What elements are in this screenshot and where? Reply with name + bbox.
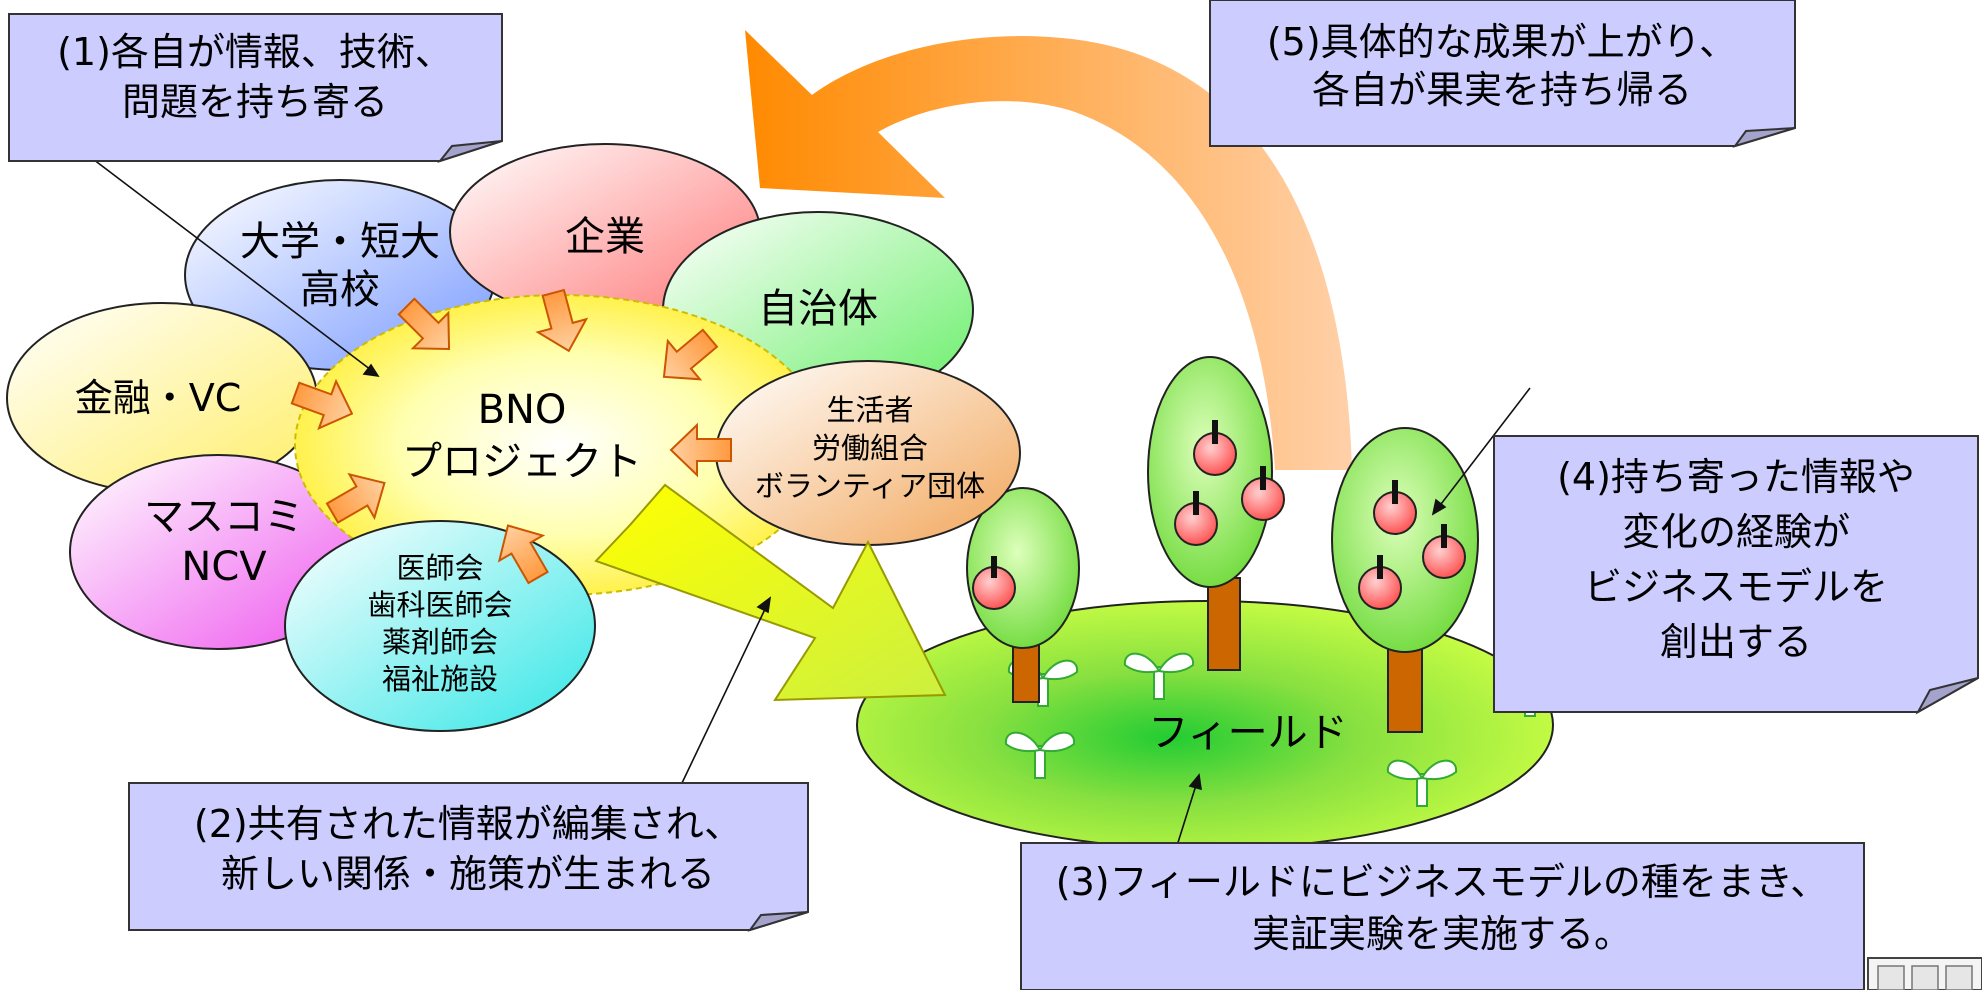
slide-thumbnail-icon (1867, 957, 1982, 990)
note-step5: (5)具体的な成果が上がり、各自が果実を持ち帰る (1209, 0, 1796, 148)
note-step4: (4)持ち寄った情報や変化の経験がビジネスモデルを創出する (1493, 435, 1979, 715)
tree-small (966, 487, 1080, 703)
apple-icon (1373, 480, 1417, 535)
participant-citizens-label: 生活者労働組合ボランティア団体 (755, 393, 985, 503)
participant-finance-label: 金融・VC (75, 376, 242, 420)
apple-icon (1174, 491, 1218, 546)
svg-text:(4)持ち寄った情報や変化の経験がビジネスモデルを創出する: (4)持ち寄った情報や変化の経験がビジネスモデルを創出する (1557, 455, 1915, 664)
note-step3: (3)フィールドにビジネスモデルの種をまき、実証実験を実施する。 (1020, 842, 1865, 990)
apple-icon (1422, 524, 1466, 579)
svg-text:(3)フィールドにビジネスモデルの種をまき、実証実験を実施す: (3)フィールドにビジネスモデルの種をまき、実証実験を実施する。 (1056, 860, 1828, 956)
note-step2: (2)共有された情報が編集され、新しい関係・施策が生まれる (128, 782, 809, 932)
participant-municipality-label: 自治体 (758, 286, 878, 332)
pointer-lines (51, 127, 1531, 869)
tree-medium (1147, 356, 1285, 671)
note-step1: (1)各自が情報、技術、問題を持ち寄る (8, 13, 503, 163)
apple-icon (972, 556, 1016, 610)
apple-icon (1358, 555, 1402, 610)
return-arrow (745, 30, 1352, 470)
participant-university-label: 大学・短大高校 (240, 219, 440, 313)
participant-medical (284, 520, 596, 732)
apple-icon (1193, 420, 1237, 476)
participant-medical-label: 医師会歯科医師会薬剤師会福祉施設 (367, 551, 512, 696)
tree-large (1331, 427, 1479, 733)
participant-company-label: 企業 (565, 214, 645, 260)
svg-text:(2)共有された情報が編集され、新しい関係・施策が生まれる: (2)共有された情報が編集され、新しい関係・施策が生まれる (194, 802, 742, 896)
apple-icon (1241, 466, 1285, 521)
field-label: フィールド (1148, 710, 1347, 756)
flow-arrow (594, 483, 947, 702)
svg-text:(1)各自が情報、技術、問題を持ち寄る: (1)各自が情報、技術、問題を持ち寄る (57, 30, 453, 124)
svg-text:(5)具体的な成果が上がり、各自が果実を持ち帰る: (5)具体的な成果が上がり、各自が果実を持ち帰る (1267, 20, 1737, 112)
